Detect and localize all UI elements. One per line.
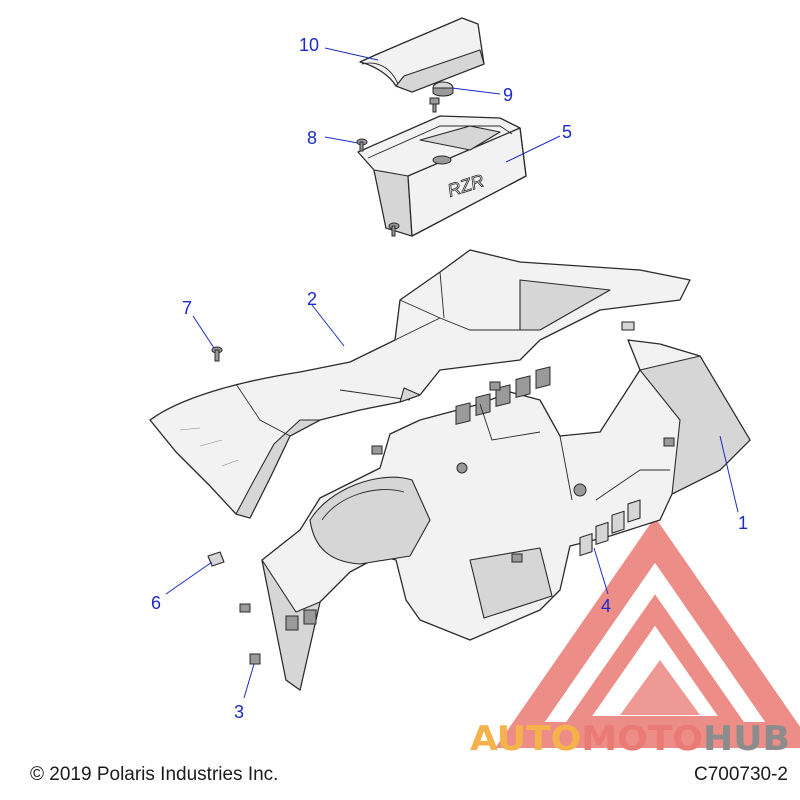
watermark-moto: MOTO: [581, 719, 703, 759]
callout-5: 5: [562, 122, 572, 142]
callout-7: 7: [182, 298, 192, 318]
callout-3: 3: [234, 702, 244, 722]
pushpin-7: [211, 346, 223, 362]
storage-box: RZR: [357, 115, 527, 237]
box-fastener: [429, 97, 440, 113]
watermark-auto: AUTO: [470, 719, 581, 759]
callout-6: 6: [151, 593, 161, 613]
switch-caps: [579, 499, 641, 557]
drawing-id: C700730-2: [693, 764, 788, 785]
lid-knob: [432, 81, 454, 97]
callout-4: 4: [601, 596, 611, 616]
watermark-logo: [495, 517, 800, 748]
watermark-hub: HUB: [703, 719, 790, 759]
main-dash-assembly: [261, 339, 751, 691]
callout-10: 10: [299, 35, 319, 55]
clip-set: [239, 321, 675, 613]
copyright-text: © 2019 Polaris Industries Inc.: [30, 764, 279, 785]
callout-9: 9: [503, 85, 513, 105]
callout-labels: 10 9 8 5 7 2 1 4 6 3: [151, 35, 748, 722]
screw-8: [356, 138, 368, 152]
storage-lid: [359, 17, 485, 93]
fastener-3: [249, 653, 261, 665]
callout-2: 2: [307, 289, 317, 309]
upper-dash-panel: [149, 249, 691, 519]
leader-lines: [165, 47, 739, 699]
callout-1: 1: [738, 513, 748, 533]
callout-8: 8: [307, 128, 317, 148]
upper-panel-screw: [388, 222, 400, 237]
clip-6: [207, 551, 225, 567]
